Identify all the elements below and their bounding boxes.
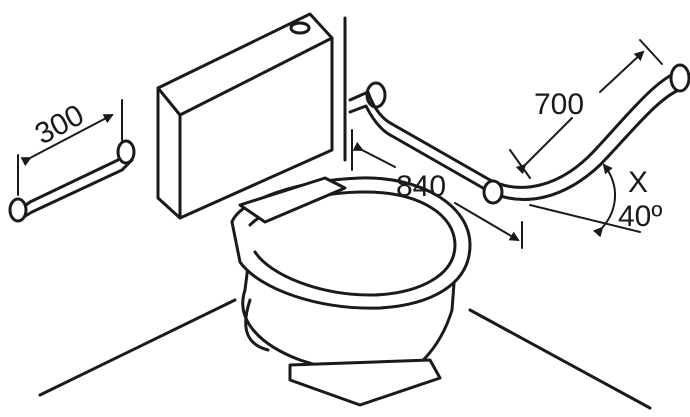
dimension-label-840: 840 — [396, 170, 446, 203]
dimension-300: 300 — [17, 99, 123, 196]
toilet-pan — [230, 176, 472, 407]
floor-line-right — [468, 308, 652, 410]
floor-line-left — [38, 298, 237, 397]
rear-grab-rail — [348, 63, 690, 205]
room-corner — [38, 16, 652, 410]
angle-indicator: X 40º — [529, 163, 662, 238]
flush-button — [289, 21, 311, 35]
rail-bracket-left — [8, 197, 28, 223]
seat-hinge — [238, 176, 347, 224]
angle-value: 40º — [618, 200, 662, 233]
dimension-840: 840 — [351, 129, 523, 249]
rail-bracket-top — [669, 63, 690, 93]
toilet-base — [288, 358, 442, 407]
dimension-label-300: 300 — [30, 99, 90, 152]
toilet-cistern — [156, 12, 334, 220]
rail-bracket-mid — [482, 179, 504, 205]
rail-bracket-right — [116, 139, 136, 165]
angle-symbol: X — [628, 166, 648, 199]
left-grab-rail — [8, 139, 136, 223]
dimension-700: 700 — [509, 39, 663, 179]
dimension-label-700: 700 — [534, 88, 584, 121]
